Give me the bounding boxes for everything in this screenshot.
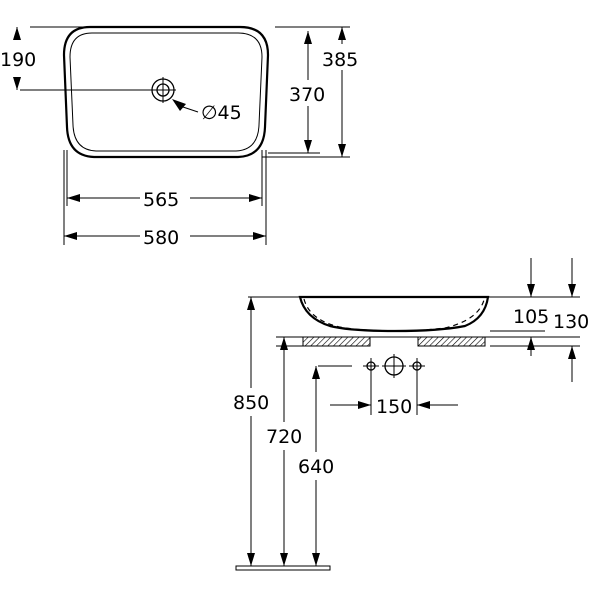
dim-385-label: 385 — [322, 49, 358, 71]
basin-outer-outline — [62, 25, 270, 159]
dim-565-label: 565 — [143, 189, 179, 211]
dim-105-130-group: 105 130 — [513, 258, 589, 382]
dim-190-group: 190 — [0, 26, 150, 91]
connection-holes — [318, 354, 425, 378]
dim-190-label: 190 — [0, 49, 36, 71]
floor-line — [235, 565, 331, 571]
dim-hole-group: ∅45 — [172, 99, 242, 124]
dim-150-group: 150 — [330, 374, 458, 418]
dim-580-label: 580 — [143, 227, 179, 249]
basin-side-profile — [298, 295, 490, 333]
basin-inner-dashed — [303, 298, 485, 332]
top-view: 190 ∅45 370 385 — [0, 25, 358, 249]
dim-150-label: 150 — [376, 396, 412, 418]
dim-640-label: 640 — [298, 456, 334, 478]
dim-370-385-group: 370 385 — [262, 26, 358, 158]
countertop-right — [417, 336, 486, 347]
basin-inner-outline — [69, 32, 263, 152]
dim-565-580-group: 565 580 — [63, 150, 267, 249]
dim-850-label: 850 — [233, 392, 269, 414]
dim-370-label: 370 — [289, 84, 325, 106]
tap-hole — [150, 77, 176, 103]
dim-105-label: 105 — [513, 306, 549, 328]
dim-720-label: 720 — [266, 426, 302, 448]
dim-130-label: 130 — [553, 311, 589, 333]
dim-hole-label: ∅45 — [201, 102, 242, 124]
dim-heights-group: 850 720 640 — [233, 297, 334, 566]
side-view: 150 105 130 850 — [233, 258, 589, 571]
countertop-left — [302, 336, 371, 347]
